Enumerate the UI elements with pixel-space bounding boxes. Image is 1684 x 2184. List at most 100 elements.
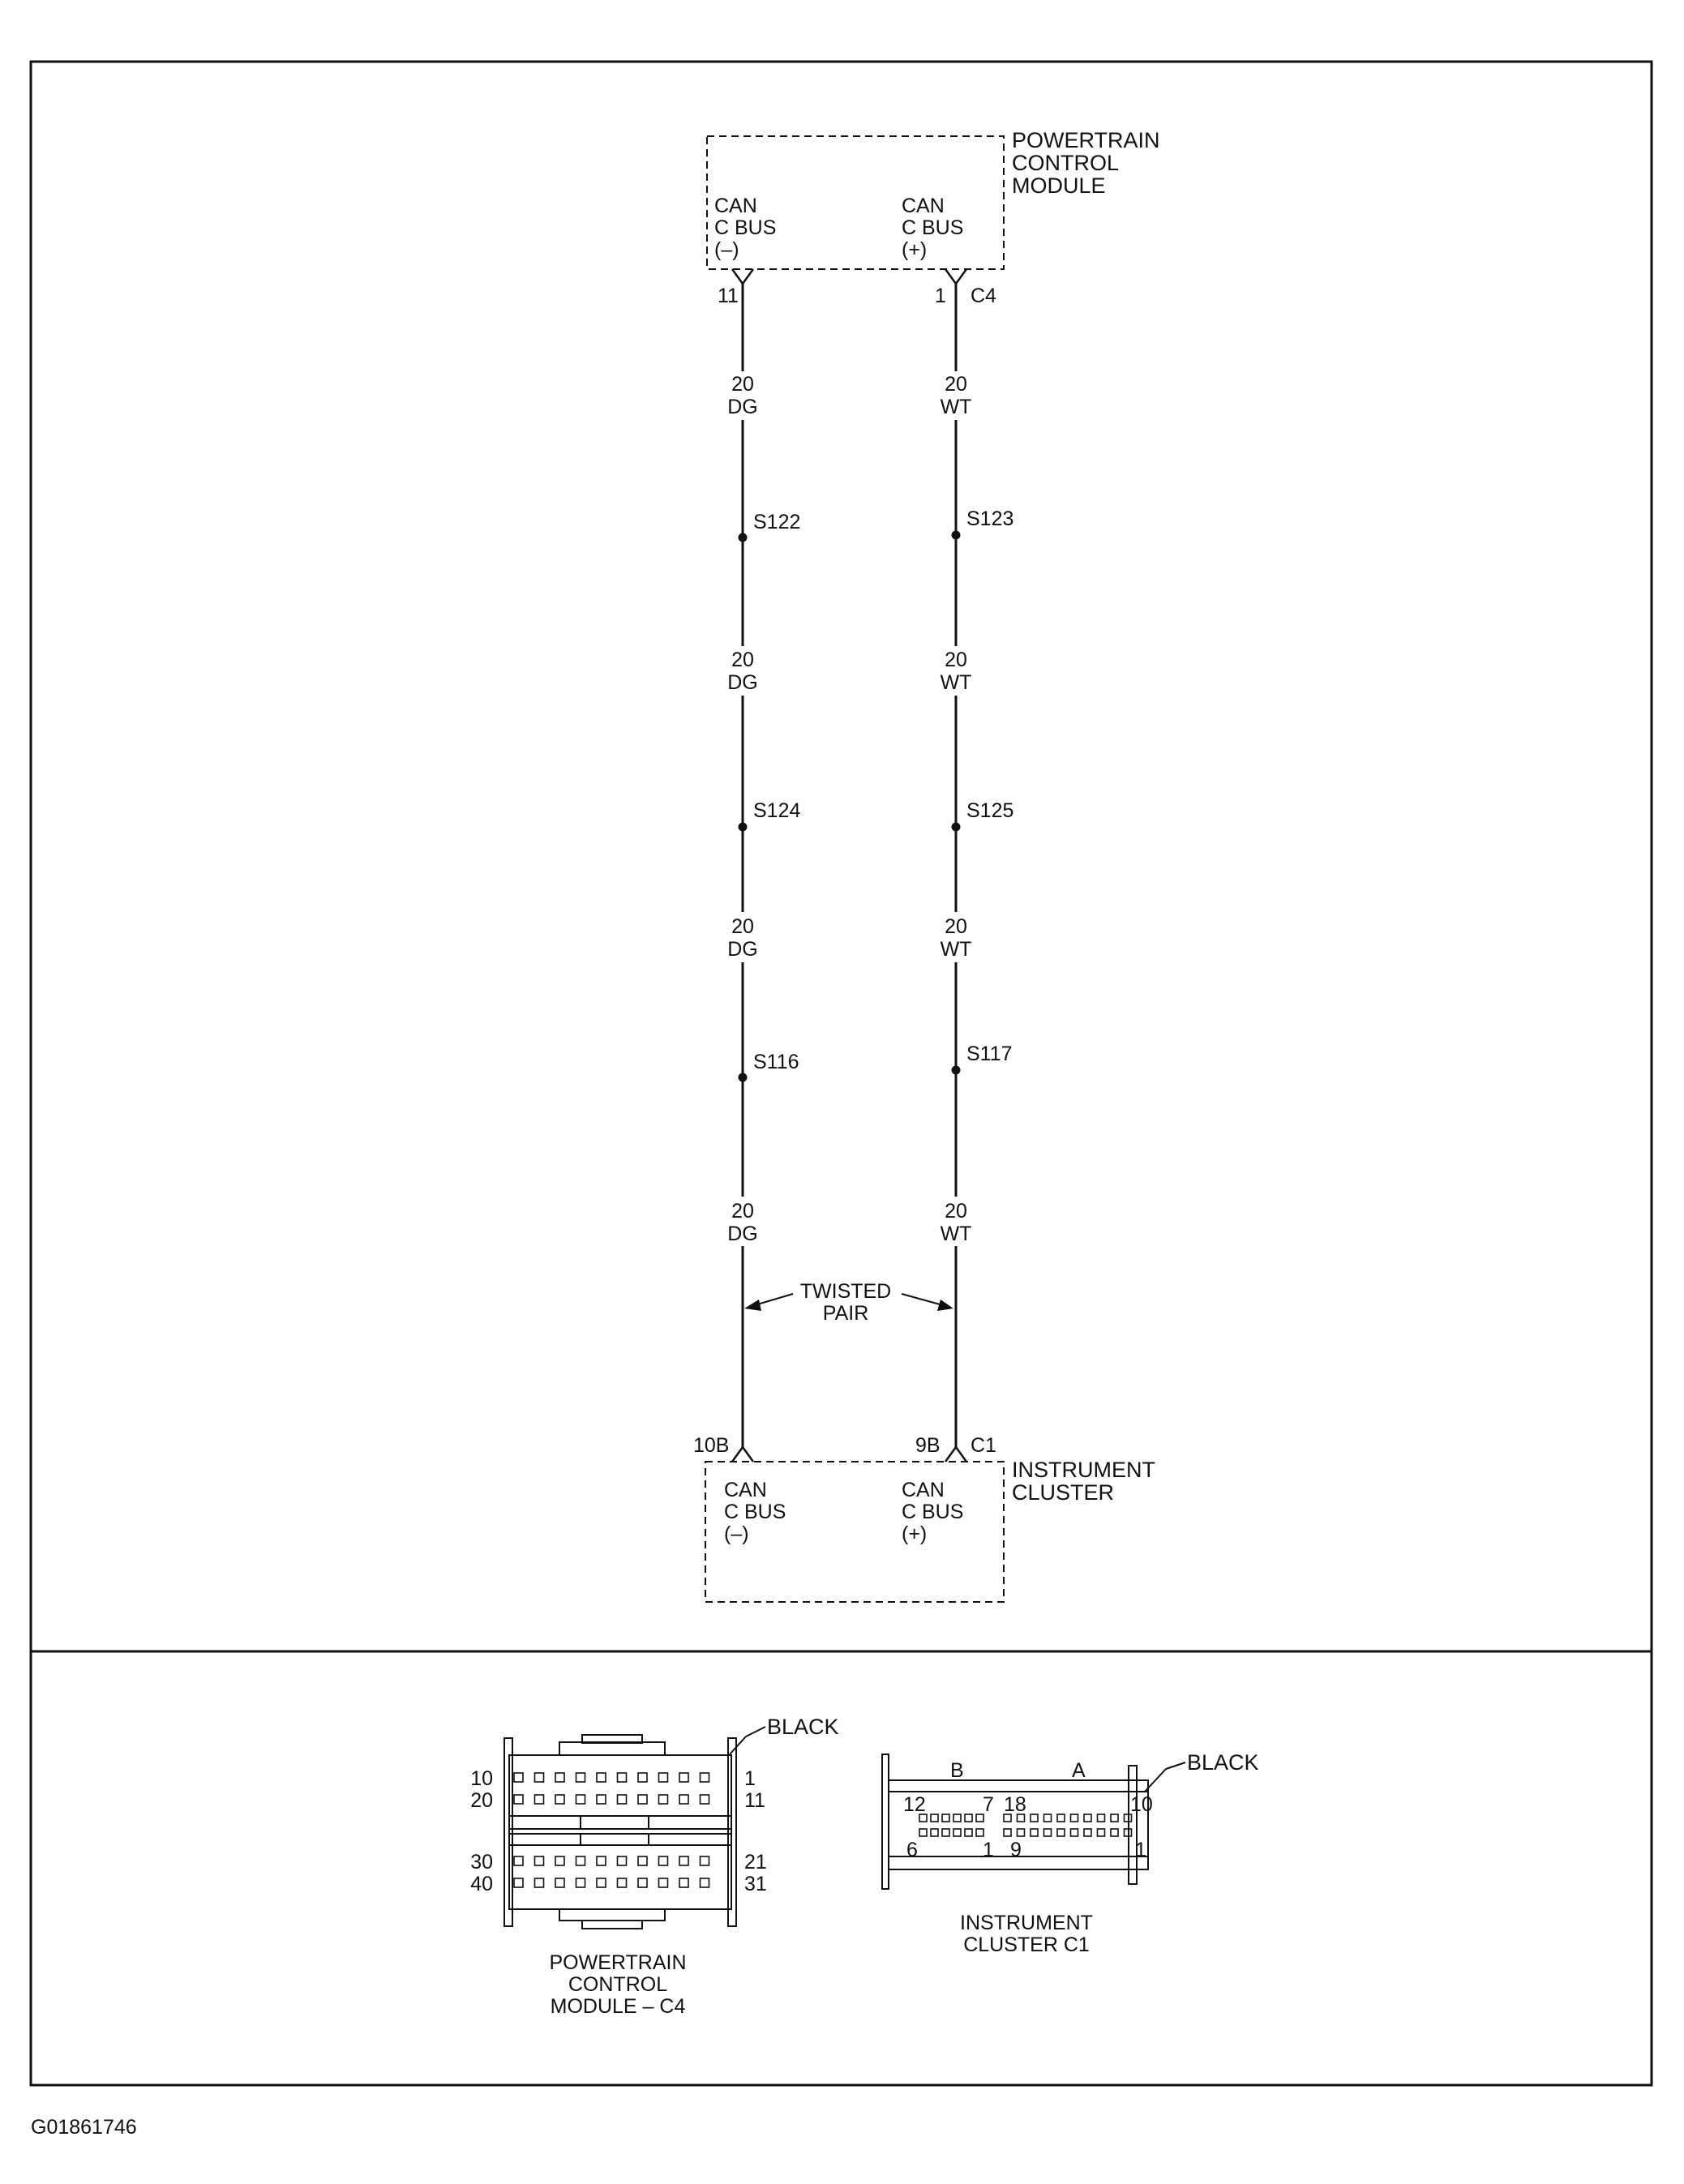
pcm-c4-cavity (616, 1772, 628, 1783)
cluster-c1-top-number-3: 18 (1004, 1793, 1026, 1816)
pcm-c4-cavity (679, 1794, 689, 1805)
pcm-c4-cavity (575, 1856, 586, 1866)
pcm-c4-cavity (616, 1794, 628, 1805)
cluster-c1-cavity-a (1123, 1814, 1133, 1822)
cluster-c1-cavity-a (1110, 1828, 1119, 1837)
cluster-c1-cavity-b (975, 1828, 984, 1837)
twisted-pair-arrow-left (744, 1293, 794, 1311)
splice-label-s125: S125 (966, 799, 1013, 822)
cluster-c1-cavity-a (1056, 1814, 1065, 1822)
pcm-c4-color-callout: BLACK (767, 1715, 839, 1739)
cluster-c1-top-number-1: 12 (903, 1793, 926, 1816)
pcm-terminal-right (944, 268, 968, 286)
right-wire-gauge-3: 20 (945, 915, 967, 938)
pcm-c4-cavity (699, 1772, 710, 1783)
cluster-name-line-1: INSTRUMENT (1012, 1458, 1155, 1482)
cluster-right-pin-line-2: C BUS (902, 1501, 963, 1523)
splice-dot-s122 (738, 533, 748, 542)
cluster-c1-cavity-b (975, 1814, 984, 1822)
cluster-left-pin-line-2: C BUS (724, 1501, 786, 1523)
pcm-c4-cavity (555, 1794, 565, 1805)
pcm-cavity-left: 11 (718, 285, 739, 307)
pcm-c4-right-number-2: 11 (744, 1789, 765, 1812)
cluster-c1-bottom-number-4: 1 (1135, 1839, 1146, 1861)
left-wire-color-4: DG (727, 1223, 758, 1245)
cluster-c1-cavity-a (1069, 1828, 1079, 1837)
pcm-c4-cavity (533, 1878, 545, 1888)
cluster-terminal-right (944, 1445, 968, 1462)
pcm-c4-cavity (637, 1794, 648, 1805)
cluster-c1-connector-view (881, 1754, 1149, 1890)
pcm-c4-left-number-4: 40 (470, 1873, 493, 1895)
pcm-c4-cavity (637, 1856, 648, 1866)
pcm-right-pin-line-3: (+) (902, 238, 927, 261)
cluster-c1-cavity-a (1096, 1828, 1106, 1837)
cluster-c1-cavity-a (1123, 1828, 1133, 1837)
cluster-c1-caption-line-2: CLUSTER C1 (963, 1933, 1090, 1956)
splice-label-s116: S116 (753, 1051, 799, 1073)
pcm-c4-cavity (555, 1772, 565, 1783)
pcm-left-pin-line-2: C BUS (714, 216, 776, 239)
pcm-c4-right-number-1: 1 (744, 1767, 756, 1790)
splice-label-s124: S124 (753, 799, 800, 822)
cluster-c1-black-leader (1144, 1762, 1186, 1792)
cluster-c1-cavity-a (1030, 1814, 1039, 1822)
cluster-c1-cavity-a (1003, 1814, 1012, 1822)
figure-id: G01861746 (31, 2116, 137, 2139)
splice-label-s122: S122 (753, 511, 800, 533)
pcm-right-pin-line-1: CAN (902, 195, 945, 217)
cluster-c1-cavity-a (1003, 1828, 1012, 1837)
cluster-name-line-2: CLUSTER (1012, 1480, 1114, 1505)
cluster-c1-cavity-a (1083, 1814, 1092, 1822)
pcm-c4-cavity (555, 1856, 565, 1866)
pcm-c4-cavity (513, 1878, 524, 1888)
pcm-left-pin-line-1: CAN (714, 195, 757, 217)
pcm-c4-connector-view (503, 1734, 737, 1929)
pcm-c4-cavity (555, 1878, 565, 1888)
pcm-c4-cavity (658, 1856, 669, 1866)
splice-dot-s117 (951, 1065, 961, 1075)
pcm-name-line-3: MODULE (1012, 173, 1106, 198)
cluster-cavity-right: 9B (915, 1434, 941, 1457)
pcm-c4-left-number-3: 30 (470, 1851, 493, 1874)
pcm-c4-cavity (679, 1772, 689, 1783)
pcm-c4-cavity (616, 1878, 628, 1888)
cluster-c1-top-number-2: 7 (983, 1793, 994, 1816)
right-wire-gauge-1: 20 (945, 373, 967, 396)
cluster-c1-cavity-b (930, 1814, 939, 1822)
cluster-c1-cavity-a (1016, 1814, 1026, 1822)
left-wire-gauge-4: 20 (731, 1200, 754, 1223)
pcm-c4-cavity (596, 1772, 606, 1783)
cluster-c1-bottom-number-1: 6 (906, 1839, 918, 1861)
pcm-c4-right-number-4: 31 (744, 1873, 767, 1895)
right-wire-gauge-2: 20 (945, 649, 967, 671)
cluster-c1-cavity-a (1096, 1814, 1106, 1822)
cluster-c1-cavity-b (964, 1814, 973, 1822)
cluster-c1-cavity-b (941, 1814, 950, 1822)
left-wire-gauge-3: 20 (731, 915, 754, 938)
pcm-c4-cavity (513, 1772, 524, 1783)
pcm-c4-cavity (699, 1878, 710, 1888)
pcm-c4-cavity (637, 1878, 648, 1888)
pcm-c4-cavity (699, 1794, 710, 1805)
cluster-c1-cavity-a (1030, 1828, 1039, 1837)
cluster-c1-bottom-number-3: 9 (1010, 1839, 1022, 1861)
pcm-c4-cavity (596, 1856, 606, 1866)
cluster-c1-bottom-number-2: 1 (983, 1839, 994, 1861)
pcm-left-pin-line-3: (–) (714, 238, 739, 261)
pcm-c4-left-number-1: 10 (470, 1767, 493, 1790)
pcm-c4-cavity (596, 1878, 606, 1888)
pcm-c4-cavity (575, 1878, 586, 1888)
twisted-pair-arrow-right (901, 1293, 953, 1311)
right-wire-gauge-4: 20 (945, 1200, 967, 1223)
cluster-c1-cavity-a (1016, 1828, 1026, 1837)
pcm-c4-cavities (513, 1772, 710, 1888)
cluster-c1-cavity-b (930, 1828, 939, 1837)
splice-label-s117: S117 (966, 1043, 1013, 1065)
cluster-left-pin-line-3: (–) (724, 1522, 749, 1545)
pcm-name-line-2: CONTROL (1012, 151, 1119, 175)
schematic-frame (29, 60, 1653, 2087)
pcm-c4-cavity (533, 1772, 545, 1783)
cluster-c1-cavity-a (1043, 1828, 1052, 1837)
